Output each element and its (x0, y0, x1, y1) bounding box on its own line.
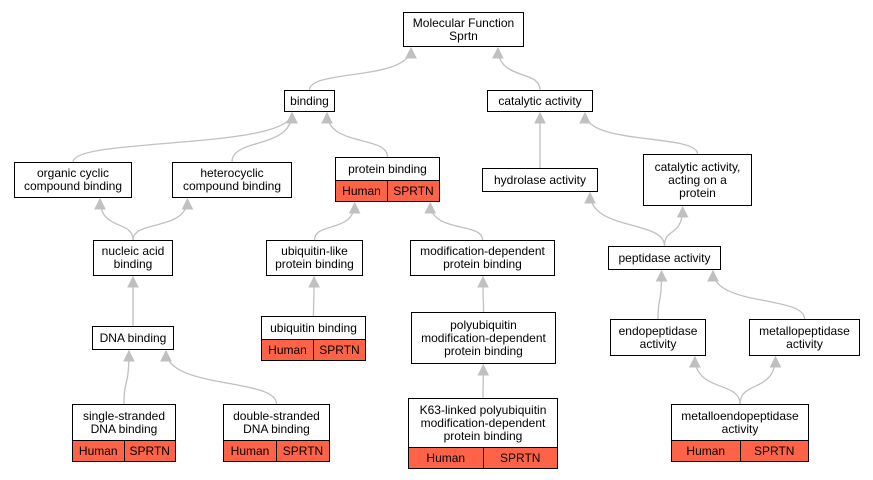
edge-ublike-to-protein (313, 201, 361, 241)
node-label: ubiquitin-like protein binding (275, 244, 354, 271)
edge-dsdna-to-dna (160, 349, 278, 405)
annotation-gene: SPRTN (482, 448, 557, 468)
node-label: endopeptidase activity (618, 323, 698, 351)
edge-catact-to-catalytic (579, 111, 699, 155)
node-metalloendopeptidase-activity: metalloendopeptidase activity Human SPRT… (671, 404, 809, 462)
edge-nucleic-to-organic (94, 197, 134, 241)
annotation-row: Human SPRTN (224, 440, 329, 461)
annotation-gene: SPRTN (123, 441, 175, 461)
edge-binding-to-root (308, 46, 417, 91)
node-binding: binding (284, 90, 335, 112)
node-ubiquitin-binding: ubiquitin binding Human SPRTN (261, 316, 366, 361)
node-organic-cyclic-compound-binding: organic cyclic compound binding (14, 162, 132, 198)
edge-metalloendo-to-metallo (739, 355, 782, 405)
node-catalytic-activity-acting-on-protein: catalytic activity, acting on a protein (643, 154, 752, 206)
annotation-organism: Human (336, 181, 387, 201)
edge-ubiquitin-to-ublike (308, 275, 320, 317)
annotation-gene: SPRTN (739, 441, 808, 461)
node-ubiquitin-like-protein-binding: ubiquitin-like protein binding (266, 240, 363, 276)
annotation-gene: SPRTN (276, 441, 329, 461)
edge-nucleic-to-hetero (132, 197, 194, 241)
annotation-row: Human SPRTN (336, 180, 439, 201)
edge-protein-to-binding (321, 111, 389, 158)
node-label: modification-dependent protein binding (420, 244, 545, 271)
node-polyubiquitin-modification-dependent-protein-binding: polyubiquitin modification-dependent pro… (411, 312, 556, 364)
node-label: polyubiquitin modification-dependent pro… (421, 317, 546, 358)
annotation-row: Human SPRTN (73, 440, 175, 461)
node-endopeptidase-activity: endopeptidase activity (610, 319, 706, 356)
edge-metallo-to-peptidase (707, 269, 806, 320)
node-label: nucleic acid binding (101, 244, 165, 271)
edge-hetero-to-binding (231, 111, 298, 163)
edge-peptidase-to-hydrolase (584, 191, 666, 247)
edge-polyub-to-moddep (477, 275, 489, 313)
node-nucleic-acid-binding: nucleic acid binding (93, 240, 173, 276)
node-double-stranded-dna-binding: double-stranded DNA binding Human SPRTN (223, 404, 330, 462)
node-metallopeptidase-activity: metallopeptidase activity (749, 319, 860, 356)
edge-catalytic-to-root (492, 46, 541, 91)
annotation-row: Human SPRTN (672, 440, 808, 461)
edge-ssdna-to-dna (123, 349, 135, 405)
annotation-organism: Human (73, 441, 124, 461)
node-label: protein binding (348, 161, 427, 176)
node-label: hydrolase activity (493, 172, 587, 187)
annotation-row: Human SPRTN (262, 339, 365, 360)
node-label: single-stranded DNA binding (82, 408, 166, 436)
edge-moddep-to-protein (424, 201, 484, 241)
annotation-organism: Human (262, 340, 313, 360)
edge-metalloendo-to-endo (689, 355, 741, 405)
edge-endo-to-peptidase (655, 269, 668, 320)
edge-organic-to-binding (72, 111, 298, 163)
node-label: metalloendopeptidase activity (681, 408, 799, 436)
node-label: DNA binding (99, 330, 167, 345)
annotation-gene: SPRTN (387, 181, 439, 201)
node-label: organic cyclic compound binding (23, 166, 123, 193)
node-catalytic-activity: catalytic activity (487, 90, 593, 112)
node-label: metallopeptidase activity (759, 323, 850, 351)
node-hydrolase-activity: hydrolase activity (482, 168, 598, 192)
node-label: double-stranded DNA binding (233, 408, 320, 436)
node-peptidase-activity: peptidase activity (608, 246, 721, 270)
annotation-organism: Human (672, 441, 740, 461)
node-molecular-function: Molecular Function Sprtn (403, 12, 524, 47)
node-label: catalytic activity, acting on a protein (654, 159, 741, 200)
node-protein-binding: protein binding Human SPRTN (335, 157, 440, 202)
node-label: Molecular Function Sprtn (412, 15, 515, 43)
annotation-gene: SPRTN (313, 340, 365, 360)
annotation-organism: Human (409, 448, 483, 468)
edge-peptidase-to-catact (663, 205, 689, 247)
node-k63-linked-polyubiquitin-modification-dependent-protein-binding: K63-linked polyubiquitin modification-de… (408, 398, 558, 469)
node-dna-binding: DNA binding (92, 326, 174, 350)
node-label: K63-linked polyubiquitin modification-de… (419, 402, 547, 443)
node-modification-dependent-protein-binding: modification-dependent protein binding (410, 240, 555, 276)
node-label: heterocyclic compound binding (182, 166, 282, 193)
node-label: ubiquitin binding (270, 320, 357, 335)
node-label: peptidase activity (618, 250, 711, 265)
annotation-organism: Human (224, 441, 276, 461)
node-label: binding (290, 93, 329, 108)
annotation-row: Human SPRTN (409, 447, 557, 468)
node-heterocyclic-compound-binding: heterocyclic compound binding (172, 162, 292, 198)
node-label: catalytic activity (498, 93, 582, 108)
node-single-stranded-dna-binding: single-stranded DNA binding Human SPRTN (72, 404, 176, 462)
